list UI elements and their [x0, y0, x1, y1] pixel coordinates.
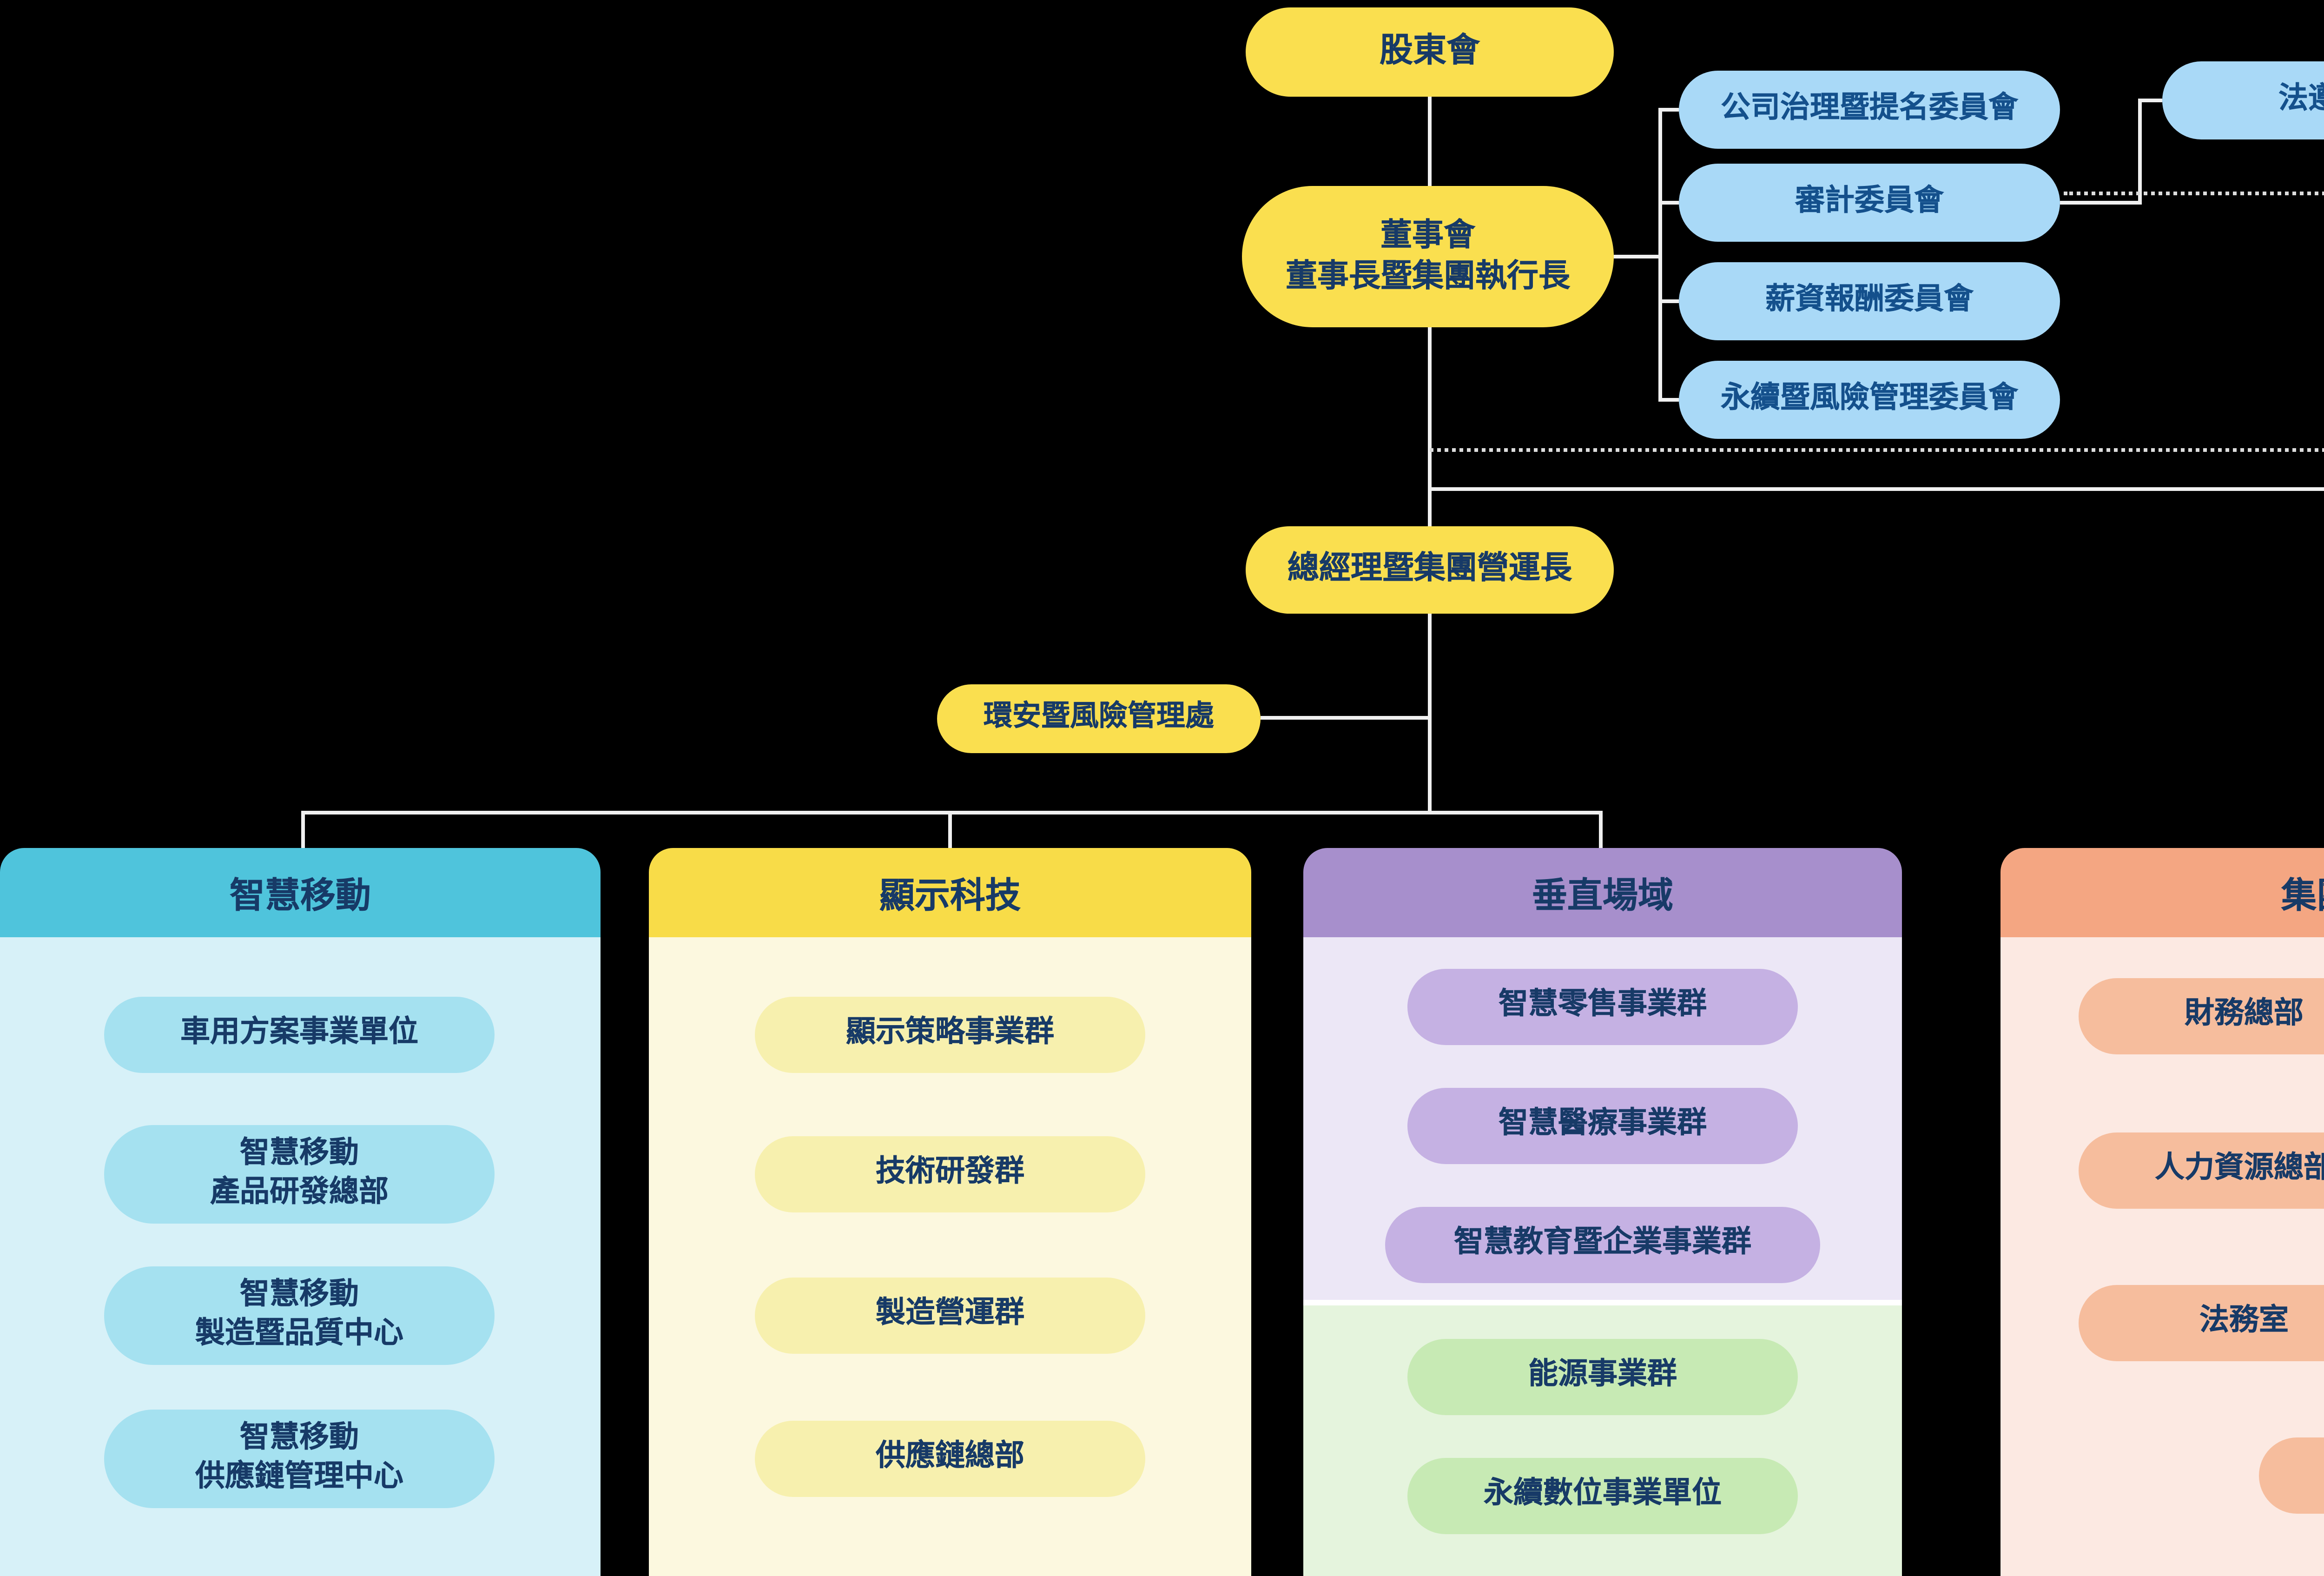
node-audit-management-office: 稽核管理處 [2259, 1437, 2324, 1514]
column-support: 集團營運支援單位 財務總部 數位技術發展總部 人力資源總部 永續發展總部 法務室… [2000, 848, 2324, 1576]
node-committee-governance-nomination: 公司治理暨提名委員會 [1679, 71, 2060, 149]
node-smart-retail-bg: 智慧零售事業群 [1407, 969, 1798, 1045]
node-display-strategy-bg: 顯示策略事業群 [755, 997, 1145, 1073]
column-display-tech-header: 顯示科技 [649, 848, 1251, 937]
connector-columns-h [301, 811, 1603, 814]
connector-board-committees-stub [1614, 255, 1660, 258]
node-board: 董事會 董事長暨集團執行長 [1242, 186, 1614, 327]
connector-drop-vertical [1599, 811, 1603, 852]
node-supply-chain-hq: 供應鏈總部 [755, 1421, 1145, 1497]
connector-shareholders-board [1428, 97, 1432, 186]
dotted-audit-right [2064, 192, 2324, 195]
connector-board-president [1428, 327, 1432, 526]
section-divider [1303, 1300, 1902, 1305]
node-compliance-advisor: 法遵總顧問 [2162, 61, 2324, 139]
connector-committee-governance-stub [1658, 108, 1679, 112]
node-sm-mfg-quality-center: 智慧移動 製造暨品質中心 [104, 1266, 495, 1365]
connector-audit-compliance-v [2138, 99, 2142, 205]
node-smart-medical-bg: 智慧醫療事業群 [1407, 1088, 1798, 1164]
connector-board-support-h [1428, 487, 2324, 491]
node-tech-rd-group: 技術研發群 [755, 1136, 1145, 1212]
connector-committee-sustainability-stub [1658, 398, 1679, 402]
column-vertical-domains: 垂直場域 智慧零售事業群 智慧醫療事業群 智慧教育暨企業事業群 能源事業群 永續… [1303, 848, 1902, 1576]
connector-president-down [1428, 614, 1432, 813]
node-finance-hq: 財務總部 [2079, 978, 2324, 1054]
node-legal-office: 法務室 [2079, 1285, 2324, 1361]
column-smart-mobility-header: 智慧移動 [0, 848, 601, 937]
connector-committee-compensation-stub [1658, 299, 1679, 303]
node-manufacturing-ops-group: 製造營運群 [755, 1278, 1145, 1354]
connector-esh-stub [1261, 716, 1428, 720]
node-committee-sustainability-risk: 永續暨風險管理委員會 [1679, 361, 2060, 439]
connector-audit-compliance-h [2060, 201, 2142, 205]
node-energy-bg: 能源事業群 [1407, 1339, 1798, 1415]
connector-committee-audit-stub [1658, 201, 1679, 205]
node-shareholders: 股東會 [1246, 7, 1614, 97]
node-sustainable-digital-bu: 永續數位事業單位 [1407, 1458, 1798, 1534]
column-support-header: 集團營運支援單位 [2000, 848, 2324, 937]
node-hr-hq: 人力資源總部 [2079, 1132, 2324, 1209]
node-sm-supply-chain-center: 智慧移動 供應鏈管理中心 [104, 1410, 495, 1508]
connector-drop-mobility [301, 811, 305, 852]
node-president-coo: 總經理暨集團營運長 [1246, 526, 1614, 614]
node-automotive-solutions-bu: 車用方案事業單位 [104, 997, 495, 1073]
connector-drop-display [948, 811, 952, 852]
node-esh-risk-management: 環安暨風險管理處 [937, 684, 1261, 753]
dotted-compliance-to-mainline [1430, 448, 2324, 452]
connector-compliance-stub [2138, 99, 2162, 102]
node-smart-education-enterprise-bg: 智慧教育暨企業事業群 [1385, 1207, 1820, 1283]
column-vertical-domains-header: 垂直場域 [1303, 848, 1902, 937]
node-committee-audit: 審計委員會 [1679, 164, 2060, 242]
column-smart-mobility: 智慧移動 車用方案事業單位 智慧移動 產品研發總部 智慧移動 製造暨品質中心 智… [0, 848, 601, 1576]
column-display-tech: 顯示科技 顯示策略事業群 技術研發群 製造營運群 供應鏈總部 [649, 848, 1251, 1576]
node-committee-compensation: 薪資報酬委員會 [1679, 262, 2060, 340]
node-sm-product-rd-hq: 智慧移動 產品研發總部 [104, 1125, 495, 1224]
connector-committees-bracket [1658, 108, 1662, 402]
